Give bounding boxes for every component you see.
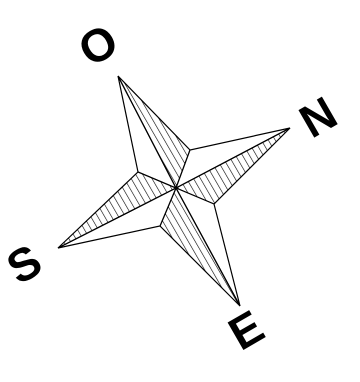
- label-north: N: [291, 86, 346, 148]
- label-east: E: [220, 300, 273, 360]
- label-south: S: [0, 234, 50, 294]
- label-west: O: [70, 14, 127, 77]
